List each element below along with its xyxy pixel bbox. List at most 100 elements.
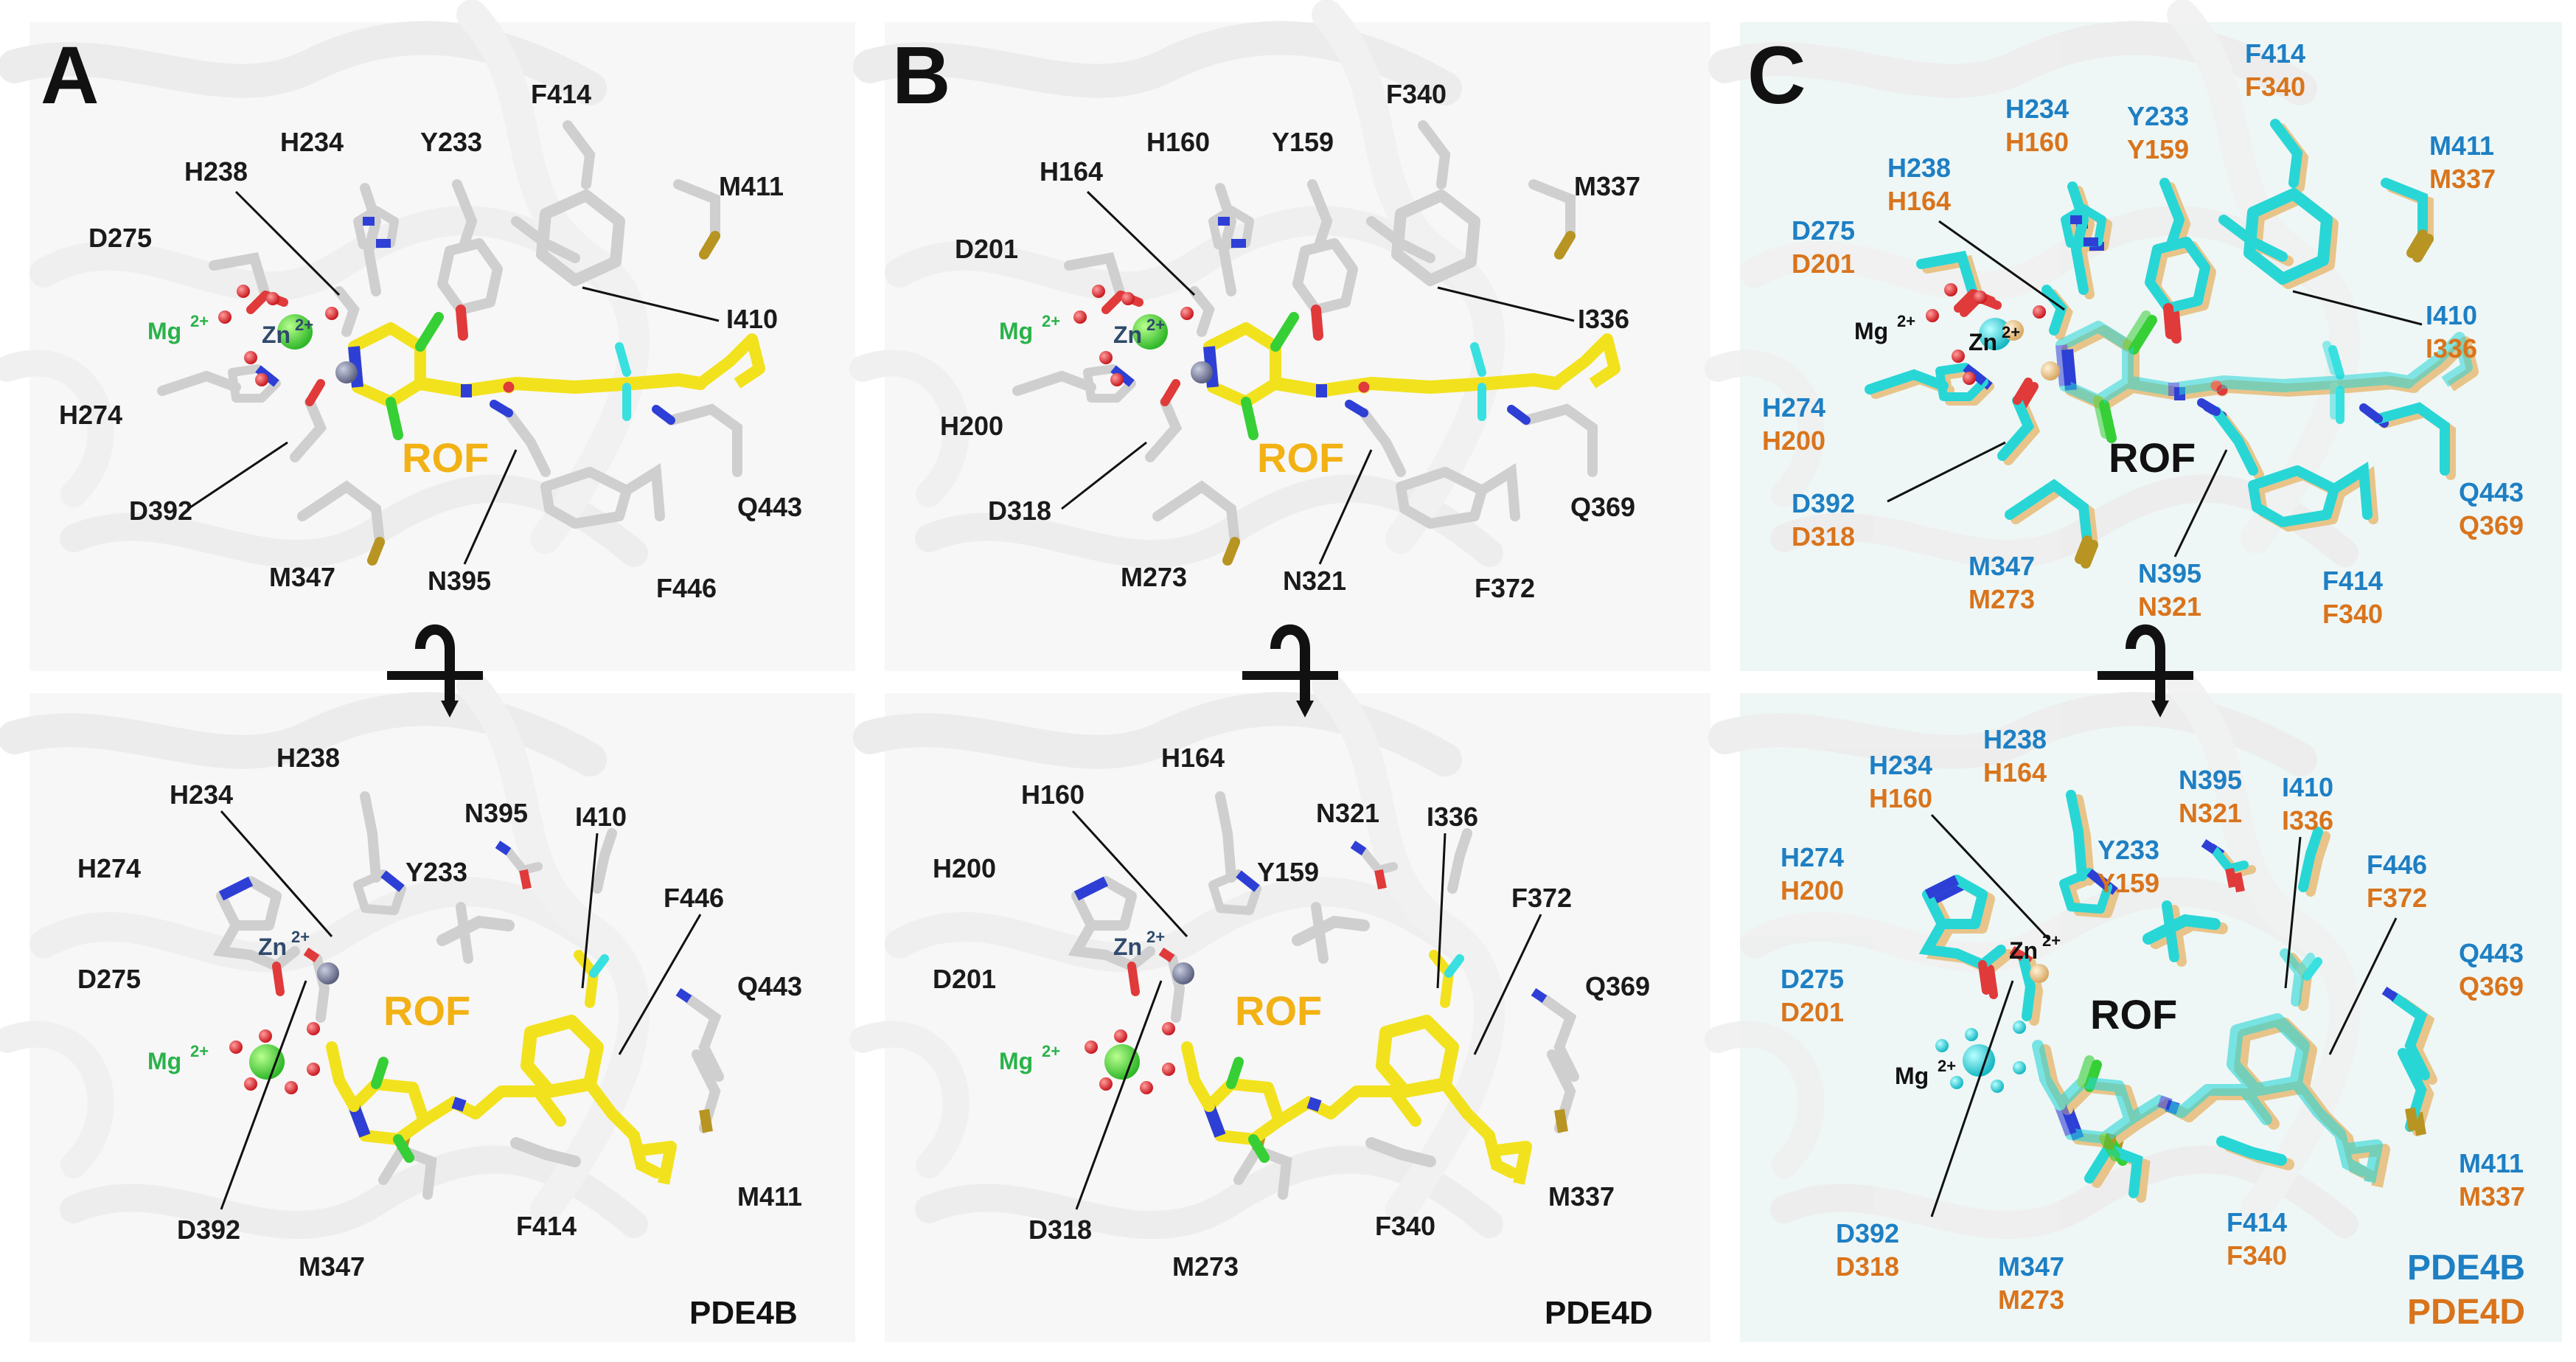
svg-text:H160: H160 [2005, 127, 2069, 157]
label: H234 [280, 127, 344, 157]
svg-text:M411: M411 [2459, 1148, 2524, 1178]
label: N321 [1283, 566, 1346, 596]
label: F340 [1375, 1211, 1435, 1241]
rotate-icon [2098, 624, 2193, 718]
svg-text:2+: 2+ [1938, 1057, 1956, 1075]
panel-b-letter: B [892, 30, 950, 121]
svg-text:D275: D275 [1792, 215, 1855, 246]
svg-text:F414: F414 [2245, 38, 2305, 69]
svg-text:2+: 2+ [2002, 323, 2020, 341]
svg-text:Y233: Y233 [2098, 835, 2159, 865]
svg-text:F340: F340 [2322, 599, 2383, 629]
panel-a-top-structure [162, 125, 759, 560]
panel-a-top-bg [29, 22, 855, 671]
panel-b-top-bg [885, 22, 1710, 671]
legend-pde4b: PDE4B [2407, 1248, 2525, 1288]
label: N395 [464, 798, 528, 828]
label: Q443 [737, 971, 802, 1001]
svg-text:I336: I336 [2282, 805, 2333, 835]
svg-text:2+: 2+ [190, 312, 209, 330]
panel-a-letter: A [41, 30, 99, 121]
rotate-icon [387, 624, 483, 718]
panel-c-letter: C [1747, 30, 1806, 121]
svg-text:H274: H274 [1780, 842, 1844, 872]
panel-b-top-structure [1017, 125, 1615, 560]
label: Y233 [405, 857, 467, 887]
label: Q369 [1585, 971, 1650, 1001]
svg-text:Q369: Q369 [2459, 510, 2524, 541]
svg-text:H164: H164 [1887, 186, 1951, 216]
label: F414 [516, 1211, 577, 1241]
svg-text:H200: H200 [1762, 425, 1825, 456]
svg-text:N395: N395 [2179, 765, 2242, 795]
label: H164 [1161, 743, 1225, 773]
svg-text:H164: H164 [1983, 757, 2047, 788]
ligand-label: ROF [2090, 991, 2177, 1038]
svg-text:M337: M337 [2459, 1181, 2525, 1212]
label: D201 [955, 234, 1018, 264]
svg-text:M273: M273 [1998, 1285, 2064, 1315]
label: D392 [177, 1215, 240, 1245]
label: H238 [184, 156, 248, 187]
svg-text:Zn: Zn [1113, 322, 1142, 348]
svg-text:2+: 2+ [295, 316, 313, 334]
label: M337 [1548, 1181, 1615, 1212]
label: H238 [276, 743, 340, 773]
svg-text:D392: D392 [1792, 488, 1855, 518]
label: F372 [1475, 573, 1535, 603]
label: H274 [77, 853, 141, 883]
leader-lines [1061, 190, 1575, 565]
panel-c-top-pde4b [1870, 124, 2467, 559]
svg-text:D318: D318 [1792, 521, 1855, 552]
svg-text:I410: I410 [2426, 300, 2477, 330]
label: D275 [77, 964, 141, 994]
label: D392 [129, 496, 192, 526]
leader-lines [220, 810, 702, 1210]
label: H160 [1146, 127, 1210, 157]
svg-text:M347: M347 [1968, 551, 2035, 581]
label: Y159 [1257, 857, 1319, 887]
svg-text:D201: D201 [1792, 249, 1855, 279]
label: D318 [1028, 1215, 1092, 1245]
label: F414 [531, 79, 591, 109]
label: I336 [1427, 802, 1478, 832]
svg-text:Mg: Mg [999, 1048, 1033, 1074]
panel-b-bottom-structure [1076, 796, 1574, 1195]
label: H274 [59, 400, 122, 430]
svg-text:F340: F340 [2245, 72, 2305, 102]
label: M337 [1574, 171, 1640, 201]
svg-text:H200: H200 [1780, 875, 1844, 906]
svg-text:M347: M347 [1998, 1251, 2064, 1282]
svg-text:H238: H238 [1887, 153, 1951, 183]
panel-c-bottom-pde4b [1927, 795, 2425, 1193]
label: N395 [428, 566, 491, 596]
svg-text:2+: 2+ [1146, 928, 1165, 946]
svg-text:2+: 2+ [1042, 1042, 1060, 1060]
svg-text:H160: H160 [1869, 783, 1932, 813]
svg-text:M273: M273 [1968, 584, 2035, 614]
legend: PDE4B PDE4D [2407, 1248, 2525, 1332]
leader-lines [1071, 810, 1542, 1210]
label: I336 [1578, 304, 1629, 334]
svg-text:Mg: Mg [147, 1048, 181, 1074]
label: H160 [1021, 779, 1085, 810]
